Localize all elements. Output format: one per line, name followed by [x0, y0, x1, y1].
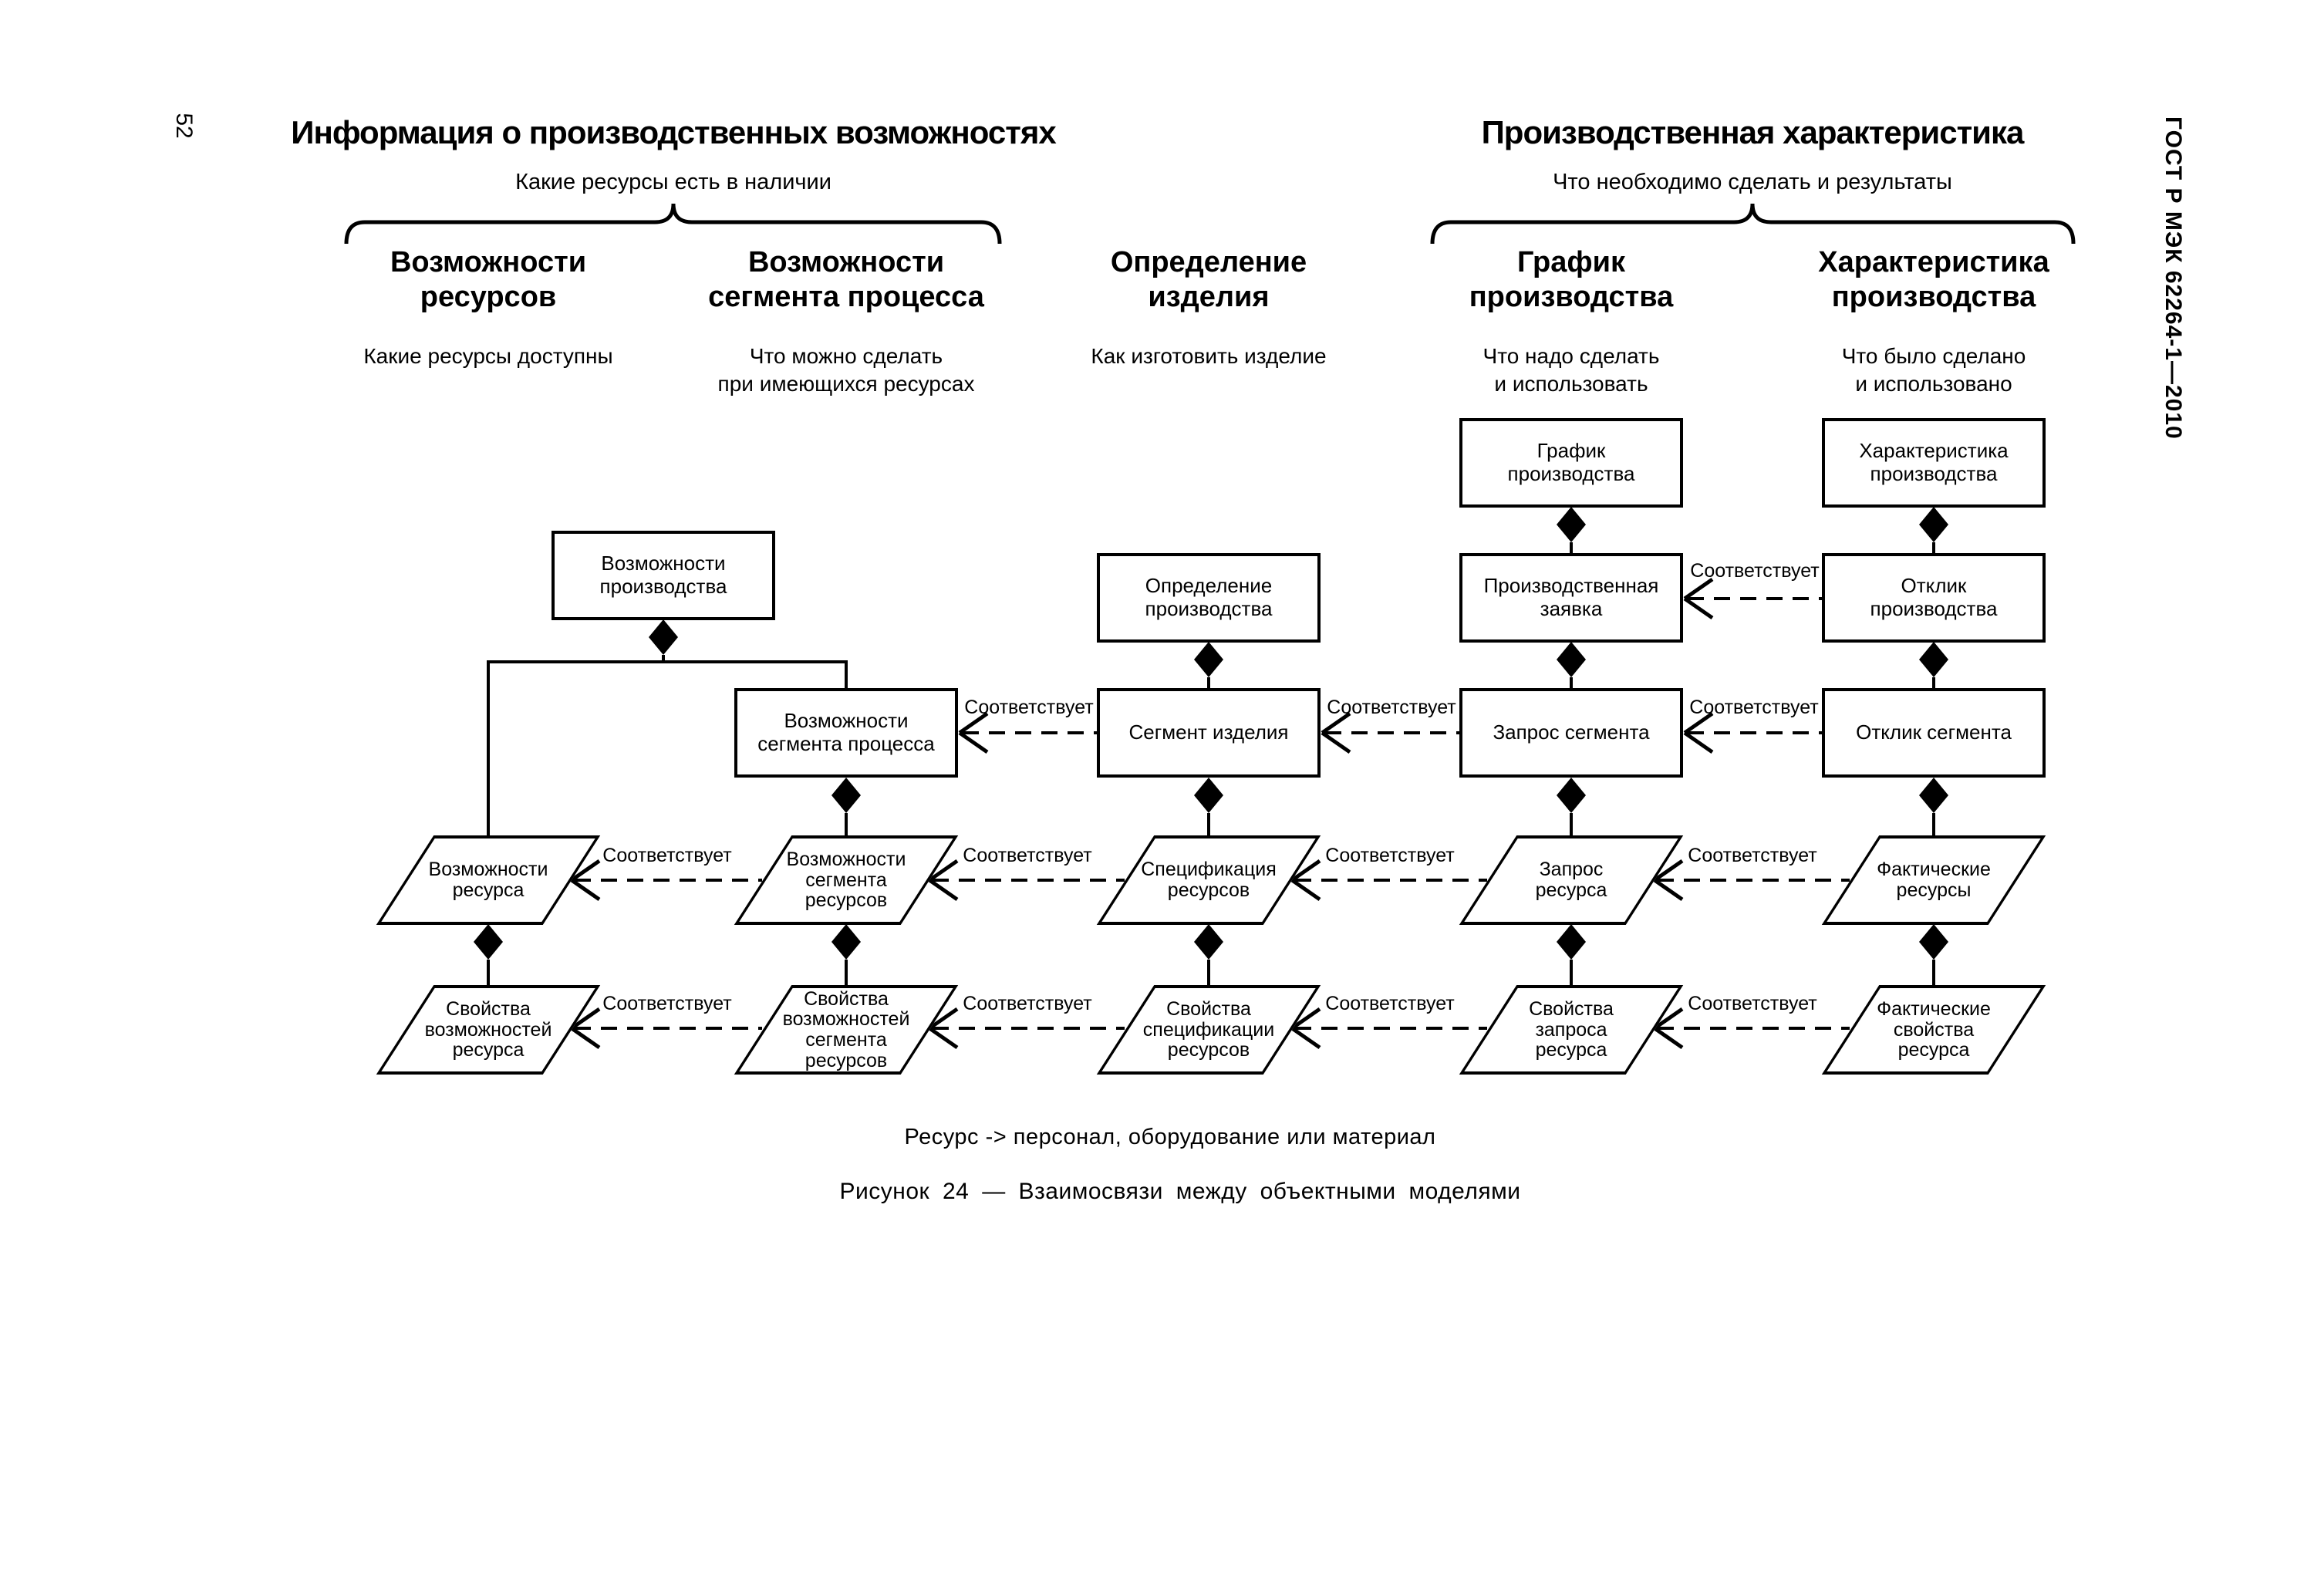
- node-label: Спецификация ресурсов: [1141, 859, 1277, 901]
- solid-aggregation-lines: [487, 542, 1935, 987]
- node-label: Отклик сегмента: [1856, 720, 2012, 744]
- column-caption-production-performance: Что было сделано и использовано: [1841, 344, 2026, 396]
- node-label: Запрос сегмента: [1493, 720, 1650, 744]
- node-production-request: Производственная заявка: [1459, 553, 1683, 643]
- column-header-resource-capability: Возможности ресурсов: [390, 246, 587, 313]
- resource-footnote: Ресурс -> персонал, оборудование или мат…: [904, 1125, 1436, 1149]
- node-production-response: Отклик производства: [1822, 553, 2046, 643]
- right-group-subtitle: Что необходимо сделать и результаты: [1553, 170, 1952, 194]
- node-label: Свойства спецификации ресурсов: [1142, 997, 1275, 1061]
- open-arrowhead-icons: [570, 577, 1714, 1050]
- node-production-definition: Определение производства: [1097, 553, 1321, 643]
- relation-label-row2-col3-4: Соответствует: [1325, 993, 1455, 1014]
- node-actual-resource-properties: Фактические свойства ресурса: [1821, 985, 2046, 1075]
- node-product-segment: Сегмент изделия: [1097, 688, 1321, 778]
- node-label: Возможности сегмента ресурсов: [786, 848, 906, 912]
- node-production-capability: Возможности производства: [552, 531, 775, 620]
- node-actual-resources: Фактические ресурсы: [1821, 835, 2046, 925]
- relation-label-row1-col4-5: Соответствует: [1688, 845, 1817, 866]
- dashed-correspondence-arrows: [570, 577, 1850, 1050]
- node-label: Характеристика производства: [1859, 439, 2009, 485]
- node-label: Свойства возможностей сегмента ресурсов: [782, 987, 910, 1071]
- relation-label-segment-capability: Соответствует: [964, 697, 1094, 718]
- relation-label-row1-col3-4: Соответствует: [1325, 845, 1455, 866]
- node-resource-specification-properties: Свойства спецификации ресурсов: [1096, 985, 1321, 1075]
- column-header-production-schedule: График производства: [1469, 246, 1674, 313]
- column-header-process-segment-capability: Возможности сегмента процесса: [708, 246, 984, 313]
- page-number: 52: [171, 113, 197, 139]
- column-header-production-performance: Характеристика производства: [1818, 246, 2049, 313]
- left-group-subtitle: Какие ресурсы есть в наличии: [515, 170, 831, 194]
- column-caption-product-definition: Как изготовить изделие: [1091, 344, 1327, 368]
- right-group-title: Производственная характеристика: [1481, 114, 2025, 150]
- node-resource-segment-capability: Возможности сегмента ресурсов: [734, 835, 959, 925]
- left-group-title: Информация о производственных возможност…: [291, 114, 1056, 150]
- node-resource-specification: Спецификация ресурсов: [1096, 835, 1321, 925]
- relation-label-row2-col1-2: Соответствует: [602, 993, 732, 1014]
- node-resource-capability: Возможности ресурса: [376, 835, 601, 925]
- node-label: Отклик производства: [1870, 574, 1998, 620]
- column-header-product-definition: Определение изделия: [1110, 246, 1307, 313]
- node-resource-capability-properties: Свойства возможностей ресурса: [376, 985, 601, 1075]
- node-resource-segment-capability-properties: Свойства возможностей сегмента ресурсов: [734, 985, 959, 1075]
- node-production-schedule: График производства: [1459, 418, 1683, 508]
- column-caption-process-segment-capability: Что можно сделать при имеющихся ресурсах: [717, 344, 975, 396]
- node-label: Возможности ресурса: [428, 859, 548, 901]
- node-label: Фактические ресурсы: [1877, 859, 1991, 901]
- relation-label-response-request: Соответствует: [1690, 560, 1820, 582]
- relation-label-row1-col2-3: Соответствует: [963, 845, 1092, 866]
- node-label: График производства: [1507, 439, 1635, 485]
- figure-caption: Рисунок 24 — Взаимосвязи между объектным…: [839, 1179, 1521, 1204]
- relation-label-row1-col1-2: Соответствует: [602, 845, 732, 866]
- relation-label-row2-col4-5: Соответствует: [1688, 993, 1817, 1014]
- node-label: Сегмент изделия: [1128, 720, 1289, 744]
- node-label: Возможности производства: [599, 552, 727, 598]
- node-label: Фактические свойства ресурса: [1877, 997, 1991, 1061]
- node-resource-request-properties: Свойства запроса ресурса: [1459, 985, 1684, 1075]
- brace-left-icon: [344, 203, 1002, 245]
- node-segment-response: Отклик сегмента: [1822, 688, 2046, 778]
- node-segment-request: Запрос сегмента: [1459, 688, 1683, 778]
- standard-code-vertical: ГОСТ Р МЭК 62264-1—2010: [2161, 116, 2186, 440]
- node-label: Возможности сегмента процесса: [757, 709, 935, 755]
- node-label: Свойства возможностей ресурса: [424, 997, 552, 1061]
- node-label: Определение производства: [1145, 574, 1273, 620]
- relation-label-segment-request-product: Соответствует: [1327, 697, 1456, 718]
- column-caption-production-schedule: Что надо сделать и использовать: [1483, 344, 1660, 396]
- relation-label-segment-response-request: Соответствует: [1689, 697, 1819, 718]
- node-label: Производственная заявка: [1483, 574, 1659, 620]
- relation-label-row2-col2-3: Соответствует: [963, 993, 1092, 1014]
- node-process-segment-capability: Возможности сегмента процесса: [734, 688, 958, 778]
- column-caption-resource-capability: Какие ресурсы доступны: [363, 344, 613, 368]
- brace-right-icon: [1430, 203, 2076, 245]
- node-label: Свойства запроса ресурса: [1529, 997, 1614, 1061]
- node-label: Запрос ресурса: [1535, 859, 1607, 901]
- node-resource-request: Запрос ресурса: [1459, 835, 1684, 925]
- node-production-performance: Характеристика производства: [1822, 418, 2046, 508]
